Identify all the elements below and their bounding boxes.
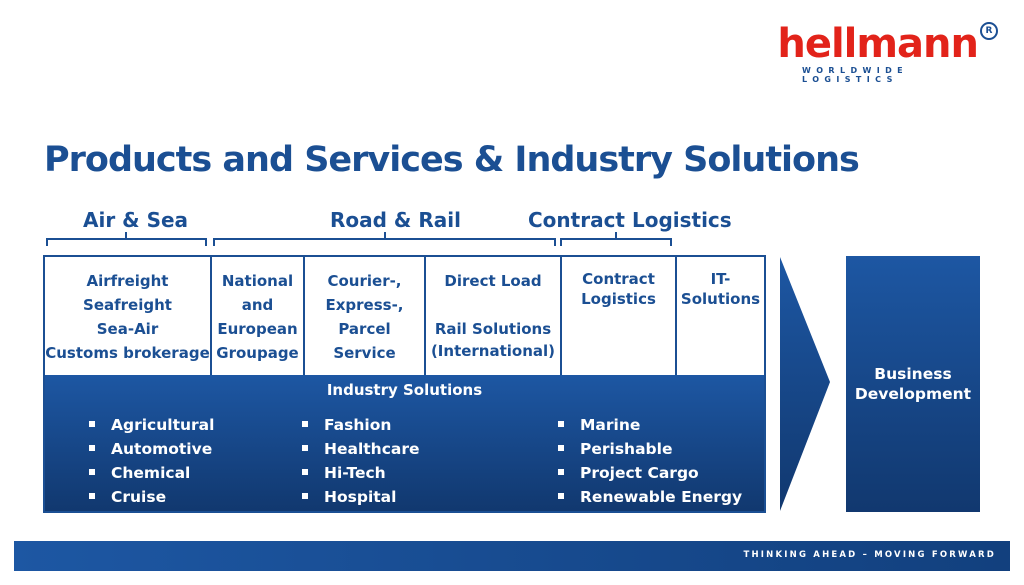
service-line: Contract [582, 270, 655, 288]
bullet-icon [558, 420, 564, 427]
cell-contract-logistics: Contract Logistics [562, 257, 677, 375]
list-item: Healthcare [302, 437, 420, 461]
service-line: and [241, 296, 274, 314]
cell-courier: Courier-, Express-, Parcel Service [305, 257, 426, 375]
service-line: (International) [430, 342, 556, 360]
service-line: Logistics [581, 290, 656, 308]
list-item: Hi-Tech [302, 461, 420, 485]
list-item: Perishable [558, 437, 742, 461]
industry-label: Agricultural [111, 416, 215, 434]
service-line: Express-, [325, 296, 404, 314]
list-item: Hospital [302, 485, 420, 509]
cell-groupage: National and European Groupage [212, 257, 305, 375]
industry-label: Chemical [111, 464, 191, 482]
category-air-sea: Air & Sea [83, 208, 189, 232]
service-line: European [217, 320, 298, 338]
bullet-icon [89, 444, 95, 451]
service-line: Sea-Air [96, 320, 159, 338]
list-item: Chemical [89, 461, 214, 485]
industry-label: Hospital [324, 488, 397, 506]
industry-label: Healthcare [324, 440, 420, 458]
business-line: Development [854, 385, 972, 403]
footer-slogan: THINKING AHEAD – MOVING FORWARD [743, 550, 996, 560]
bullet-icon [89, 420, 95, 427]
services-grid: Airfreight Seafreight Sea-Air Customs br… [43, 255, 766, 513]
service-line: Courier-, [327, 272, 402, 290]
footer-bar: THINKING AHEAD – MOVING FORWARD [14, 541, 1010, 571]
service-line: Airfreight [86, 272, 169, 290]
service-line: Parcel [338, 320, 391, 338]
list-item: Project Cargo [558, 461, 742, 485]
service-line: Seafreight [83, 296, 172, 314]
page-title: Products and Services & Industry Solutio… [44, 140, 860, 180]
service-line: Groupage [216, 344, 299, 362]
bullet-icon [302, 420, 308, 427]
service-line: Rail Solutions [434, 320, 552, 338]
industry-solutions-title: Industry Solutions [326, 381, 483, 399]
registered-icon: R [980, 22, 998, 40]
logo-wordmark: hellmann [777, 21, 979, 67]
service-line: IT- [710, 270, 731, 288]
industry-list-1: Agricultural Automotive Chemical Cruise [89, 413, 214, 509]
cell-direct-load: Direct Load Rail Solutions (Internationa… [426, 257, 562, 375]
logo-tagline: WORLDWIDE LOGISTICS [802, 66, 909, 84]
industry-list-2: Fashion Healthcare Hi-Tech Hospital [302, 413, 420, 509]
brace-tick-contract [615, 232, 617, 240]
cell-airfreight: Airfreight Seafreight Sea-Air Customs br… [45, 257, 212, 375]
industry-label: Hi-Tech [324, 464, 386, 482]
bullet-icon [558, 492, 564, 499]
bullet-icon [558, 468, 564, 475]
service-line: Solutions [680, 290, 761, 308]
industry-solutions-panel: Industry Solutions Agricultural Automoti… [45, 375, 764, 511]
list-item: Marine [558, 413, 742, 437]
industry-label: Project Cargo [580, 464, 699, 482]
industry-label: Marine [580, 416, 641, 434]
service-line: Customs brokerage [45, 344, 210, 362]
bullet-icon [558, 444, 564, 451]
list-item: Automotive [89, 437, 214, 461]
category-road-rail: Road & Rail [330, 208, 461, 232]
list-item: Cruise [89, 485, 214, 509]
list-item: Renewable Energy [558, 485, 742, 509]
bullet-icon [302, 492, 308, 499]
arrow-right-icon [780, 257, 830, 511]
list-item: Fashion [302, 413, 420, 437]
business-development-box: Business Development [846, 256, 980, 512]
list-item: Agricultural [89, 413, 214, 437]
brace-tick-road-rail [384, 232, 386, 240]
category-contract-logistics: Contract Logistics [528, 208, 732, 232]
service-line: Direct Load [444, 272, 542, 290]
industry-list-3: Marine Perishable Project Cargo Renewabl… [558, 413, 742, 509]
bullet-icon [89, 492, 95, 499]
business-line: Business [874, 365, 952, 383]
brace-tick-air-sea [125, 232, 127, 240]
bullet-icon [302, 468, 308, 475]
hellmann-logo: hellmann R WORLDWIDE LOGISTICS [777, 22, 1002, 84]
industry-label: Cruise [111, 488, 167, 506]
bullet-icon [302, 444, 308, 451]
bullet-icon [89, 468, 95, 475]
industry-label: Automotive [111, 440, 213, 458]
service-line: Service [333, 344, 396, 362]
industry-label: Renewable Energy [580, 488, 743, 506]
industry-label: Fashion [324, 416, 392, 434]
service-line: National [221, 272, 294, 290]
cell-it-solutions: IT- Solutions [677, 257, 764, 375]
industry-label: Perishable [580, 440, 673, 458]
